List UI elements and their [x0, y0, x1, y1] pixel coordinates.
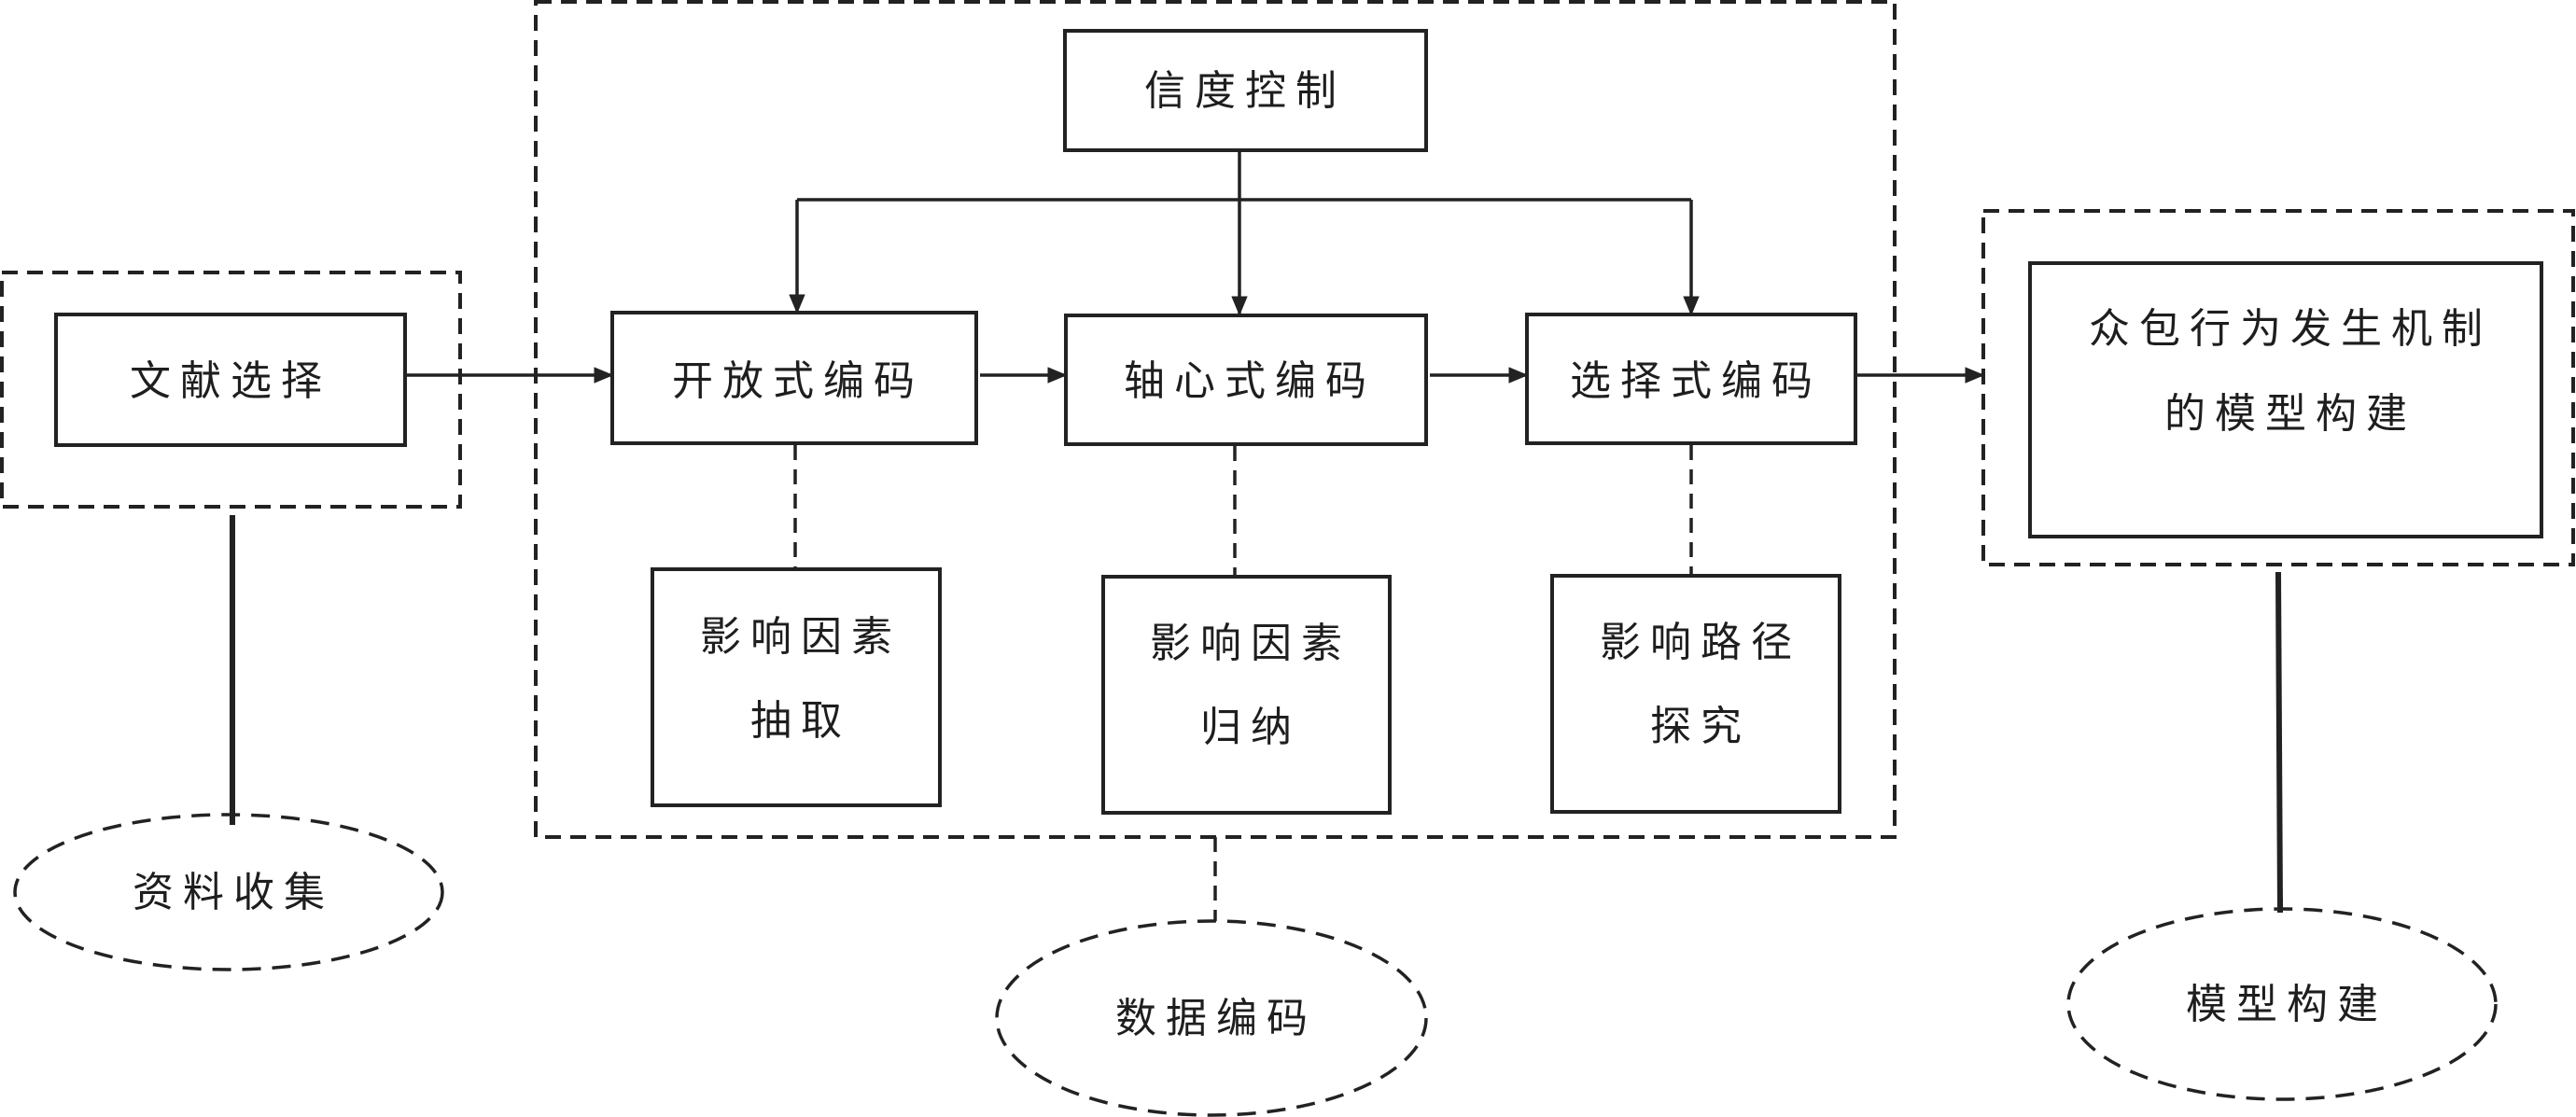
stage-label-coding-text: 数据编码	[1115, 995, 1317, 1042]
stage-label-coding: 数据编码	[995, 919, 1428, 1117]
stage-label-collection: 资料收集	[13, 813, 444, 971]
box-reliability-control-label: 信度控制	[1144, 67, 1346, 115]
box-factor-induction: 影响因素 归纳	[1101, 575, 1392, 815]
collection-group-outline	[0, 271, 462, 509]
box-path-exploration-line1: 影响路径	[1600, 619, 1801, 666]
box-open-coding-label: 开放式编码	[672, 357, 924, 405]
box-selective-coding-label: 选择式编码	[1570, 357, 1822, 405]
box-factor-induction-line1: 影响因素	[1150, 620, 1351, 667]
box-selective-coding: 选择式编码	[1525, 313, 1857, 445]
box-axial-coding-label: 轴心式编码	[1124, 357, 1376, 405]
box-factor-induction-line2: 归纳	[1200, 704, 1301, 751]
box-open-coding: 开放式编码	[610, 311, 978, 445]
box-literature-selection-label: 文献选择	[130, 357, 331, 405]
box-axial-coding: 轴心式编码	[1064, 314, 1428, 446]
modeling-to-label-link	[2275, 571, 2283, 912]
modeling-group-outline	[1981, 209, 2575, 566]
box-literature-selection: 文献选择	[54, 313, 407, 447]
stage-label-collection-text: 资料收集	[133, 869, 334, 916]
stage-label-modeling: 模型构建	[2066, 907, 2498, 1101]
box-factor-extraction-line2: 抽取	[750, 697, 851, 745]
box-factor-extraction: 影响因素 抽取	[651, 567, 942, 807]
stage-label-modeling-text: 模型构建	[2186, 981, 2387, 1028]
box-reliability-control: 信度控制	[1063, 29, 1428, 152]
box-path-exploration: 影响路径 探究	[1550, 574, 1841, 814]
box-model-building: 众包行为发生机制 的模型构建	[2028, 261, 2543, 538]
box-path-exploration-line2: 探究	[1650, 703, 1751, 750]
box-model-building-line2: 的模型构建	[2164, 390, 2416, 438]
box-factor-extraction-line1: 影响因素	[700, 613, 902, 661]
box-model-building-line1: 众包行为发生机制	[2089, 305, 2492, 353]
